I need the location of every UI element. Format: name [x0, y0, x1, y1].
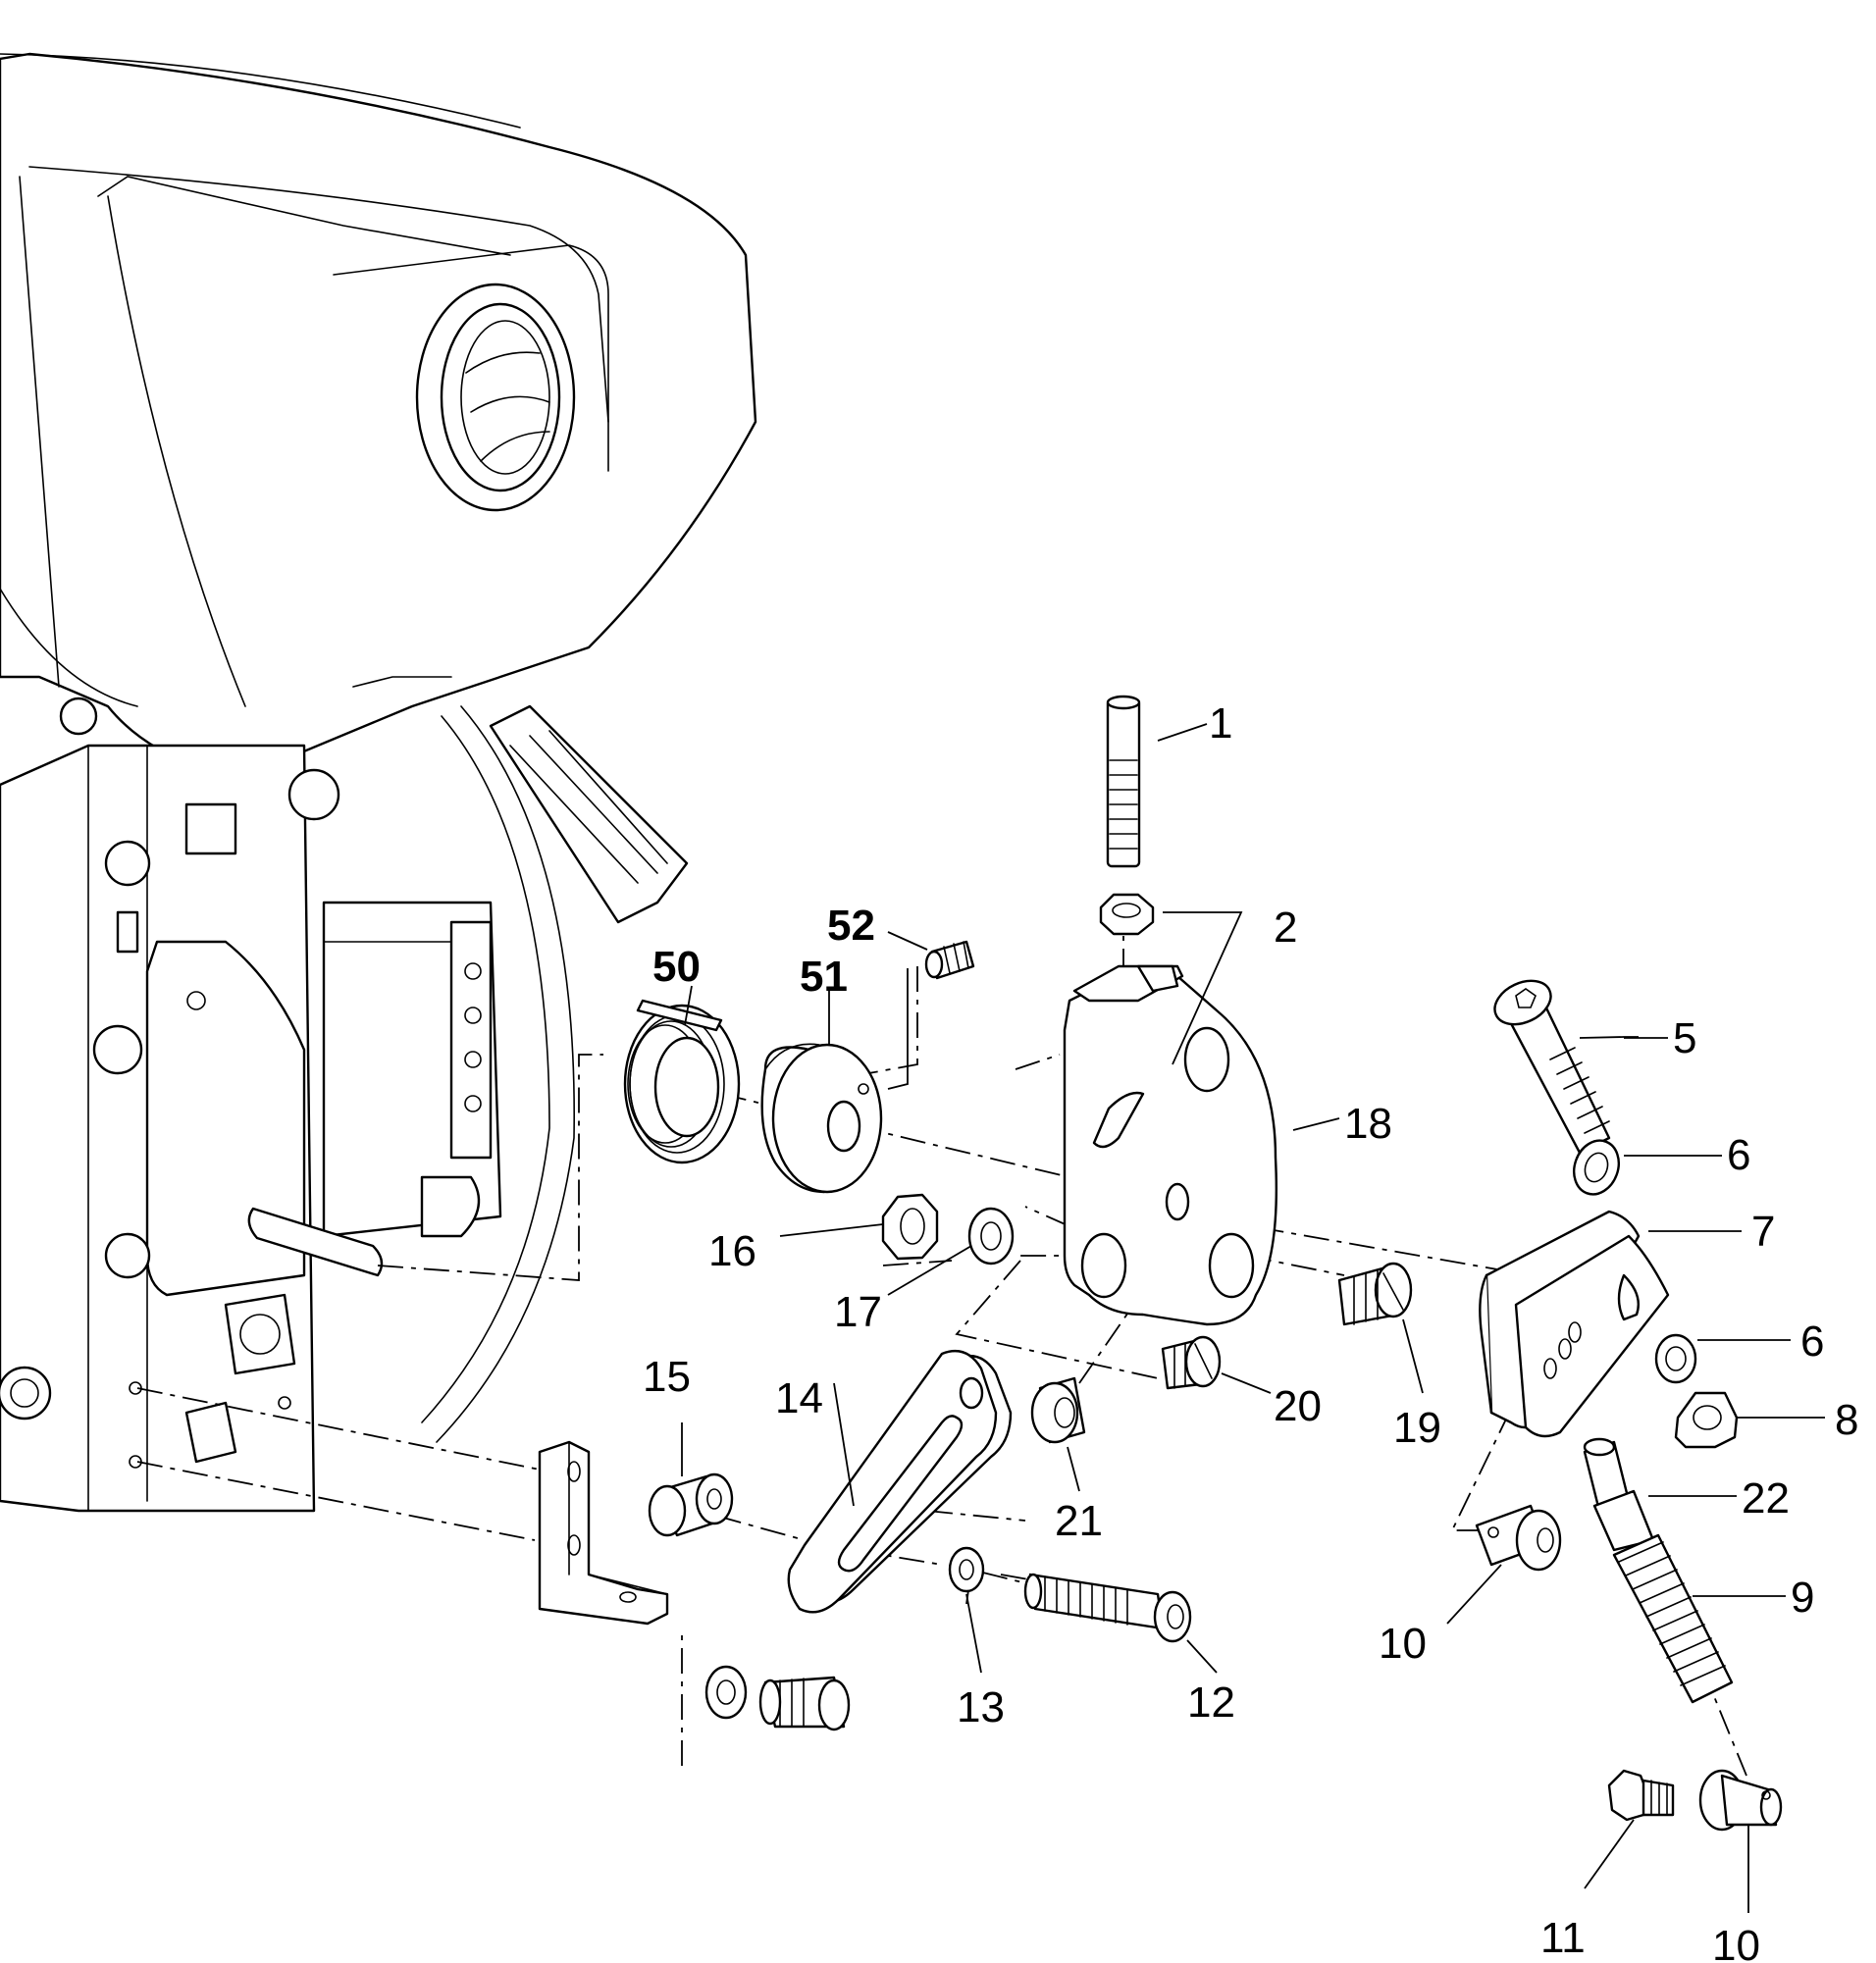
part-9-spring	[1612, 1533, 1734, 1704]
callout-labels: 1 2 5 6 7 6 8 22 9 10 11 10 18 19 20 21 …	[643, 699, 1858, 1963]
part-14-slotted-arm	[787, 1349, 1013, 1614]
part-16-hex-nut	[881, 1193, 939, 1261]
part-51-cam	[760, 1043, 883, 1194]
part-10-pin-lower	[1698, 1769, 1783, 1832]
callout-16: 16	[708, 1227, 756, 1275]
part-19-screw	[1337, 1262, 1413, 1326]
part-52-set-screw	[887, 940, 975, 1090]
part-7-bracket	[1479, 1210, 1670, 1438]
callout-6-upper: 6	[1727, 1131, 1750, 1179]
bottom-screw	[758, 1676, 851, 1731]
callout-52: 52	[827, 902, 875, 950]
callout-19: 19	[1393, 1404, 1441, 1452]
leader-lines	[681, 723, 1825, 1913]
callout-21: 21	[1055, 1497, 1103, 1545]
part-21-bushing	[1030, 1376, 1086, 1444]
callout-18: 18	[1344, 1100, 1392, 1148]
callout-6-lower: 6	[1800, 1317, 1824, 1366]
part-18-bracket	[1063, 964, 1278, 1326]
machine-base-plate	[0, 697, 689, 1513]
callout-17: 17	[834, 1288, 882, 1336]
mounting-angle-bracket	[538, 1440, 669, 1626]
callout-10-lower: 10	[1712, 1922, 1760, 1963]
part-2-hex-nut-upper	[1099, 893, 1155, 936]
part-8-hex-nut	[1674, 1391, 1739, 1449]
callout-14: 14	[775, 1374, 823, 1422]
machine-housing	[0, 52, 757, 777]
part-1-set-screw	[1106, 695, 1141, 868]
callout-51: 51	[800, 953, 848, 1001]
callout-50: 50	[652, 943, 701, 991]
callout-12: 12	[1187, 1679, 1235, 1727]
callout-15: 15	[643, 1353, 691, 1401]
callout-20: 20	[1274, 1382, 1322, 1430]
part-13-washer	[948, 1546, 985, 1593]
callout-8: 8	[1835, 1396, 1858, 1444]
part-11-hex-screw	[1607, 1769, 1675, 1822]
part-17-washer	[967, 1207, 1015, 1266]
part-20-screw	[1161, 1335, 1222, 1390]
part-12-cap-screw	[1023, 1573, 1192, 1643]
callout-5: 5	[1673, 1014, 1696, 1062]
callout-9: 9	[1791, 1574, 1814, 1622]
callout-13: 13	[957, 1683, 1005, 1731]
part-5-cap-screw	[1493, 979, 1611, 1155]
part-10-pin-upper	[1475, 1504, 1562, 1572]
bottom-washer	[704, 1665, 748, 1720]
part-6-washer-upper	[1573, 1139, 1620, 1196]
callout-1: 1	[1209, 699, 1232, 748]
part-15-spacer	[648, 1472, 734, 1537]
callout-10-upper: 10	[1379, 1620, 1427, 1668]
callout-11: 11	[1540, 1914, 1586, 1962]
part-22-bushing	[1583, 1437, 1655, 1552]
callout-2: 2	[1274, 904, 1297, 952]
callout-22: 22	[1742, 1474, 1790, 1523]
part-6-washer-lower	[1654, 1333, 1697, 1384]
part-50-spring	[623, 999, 741, 1164]
callout-7: 7	[1751, 1208, 1775, 1256]
